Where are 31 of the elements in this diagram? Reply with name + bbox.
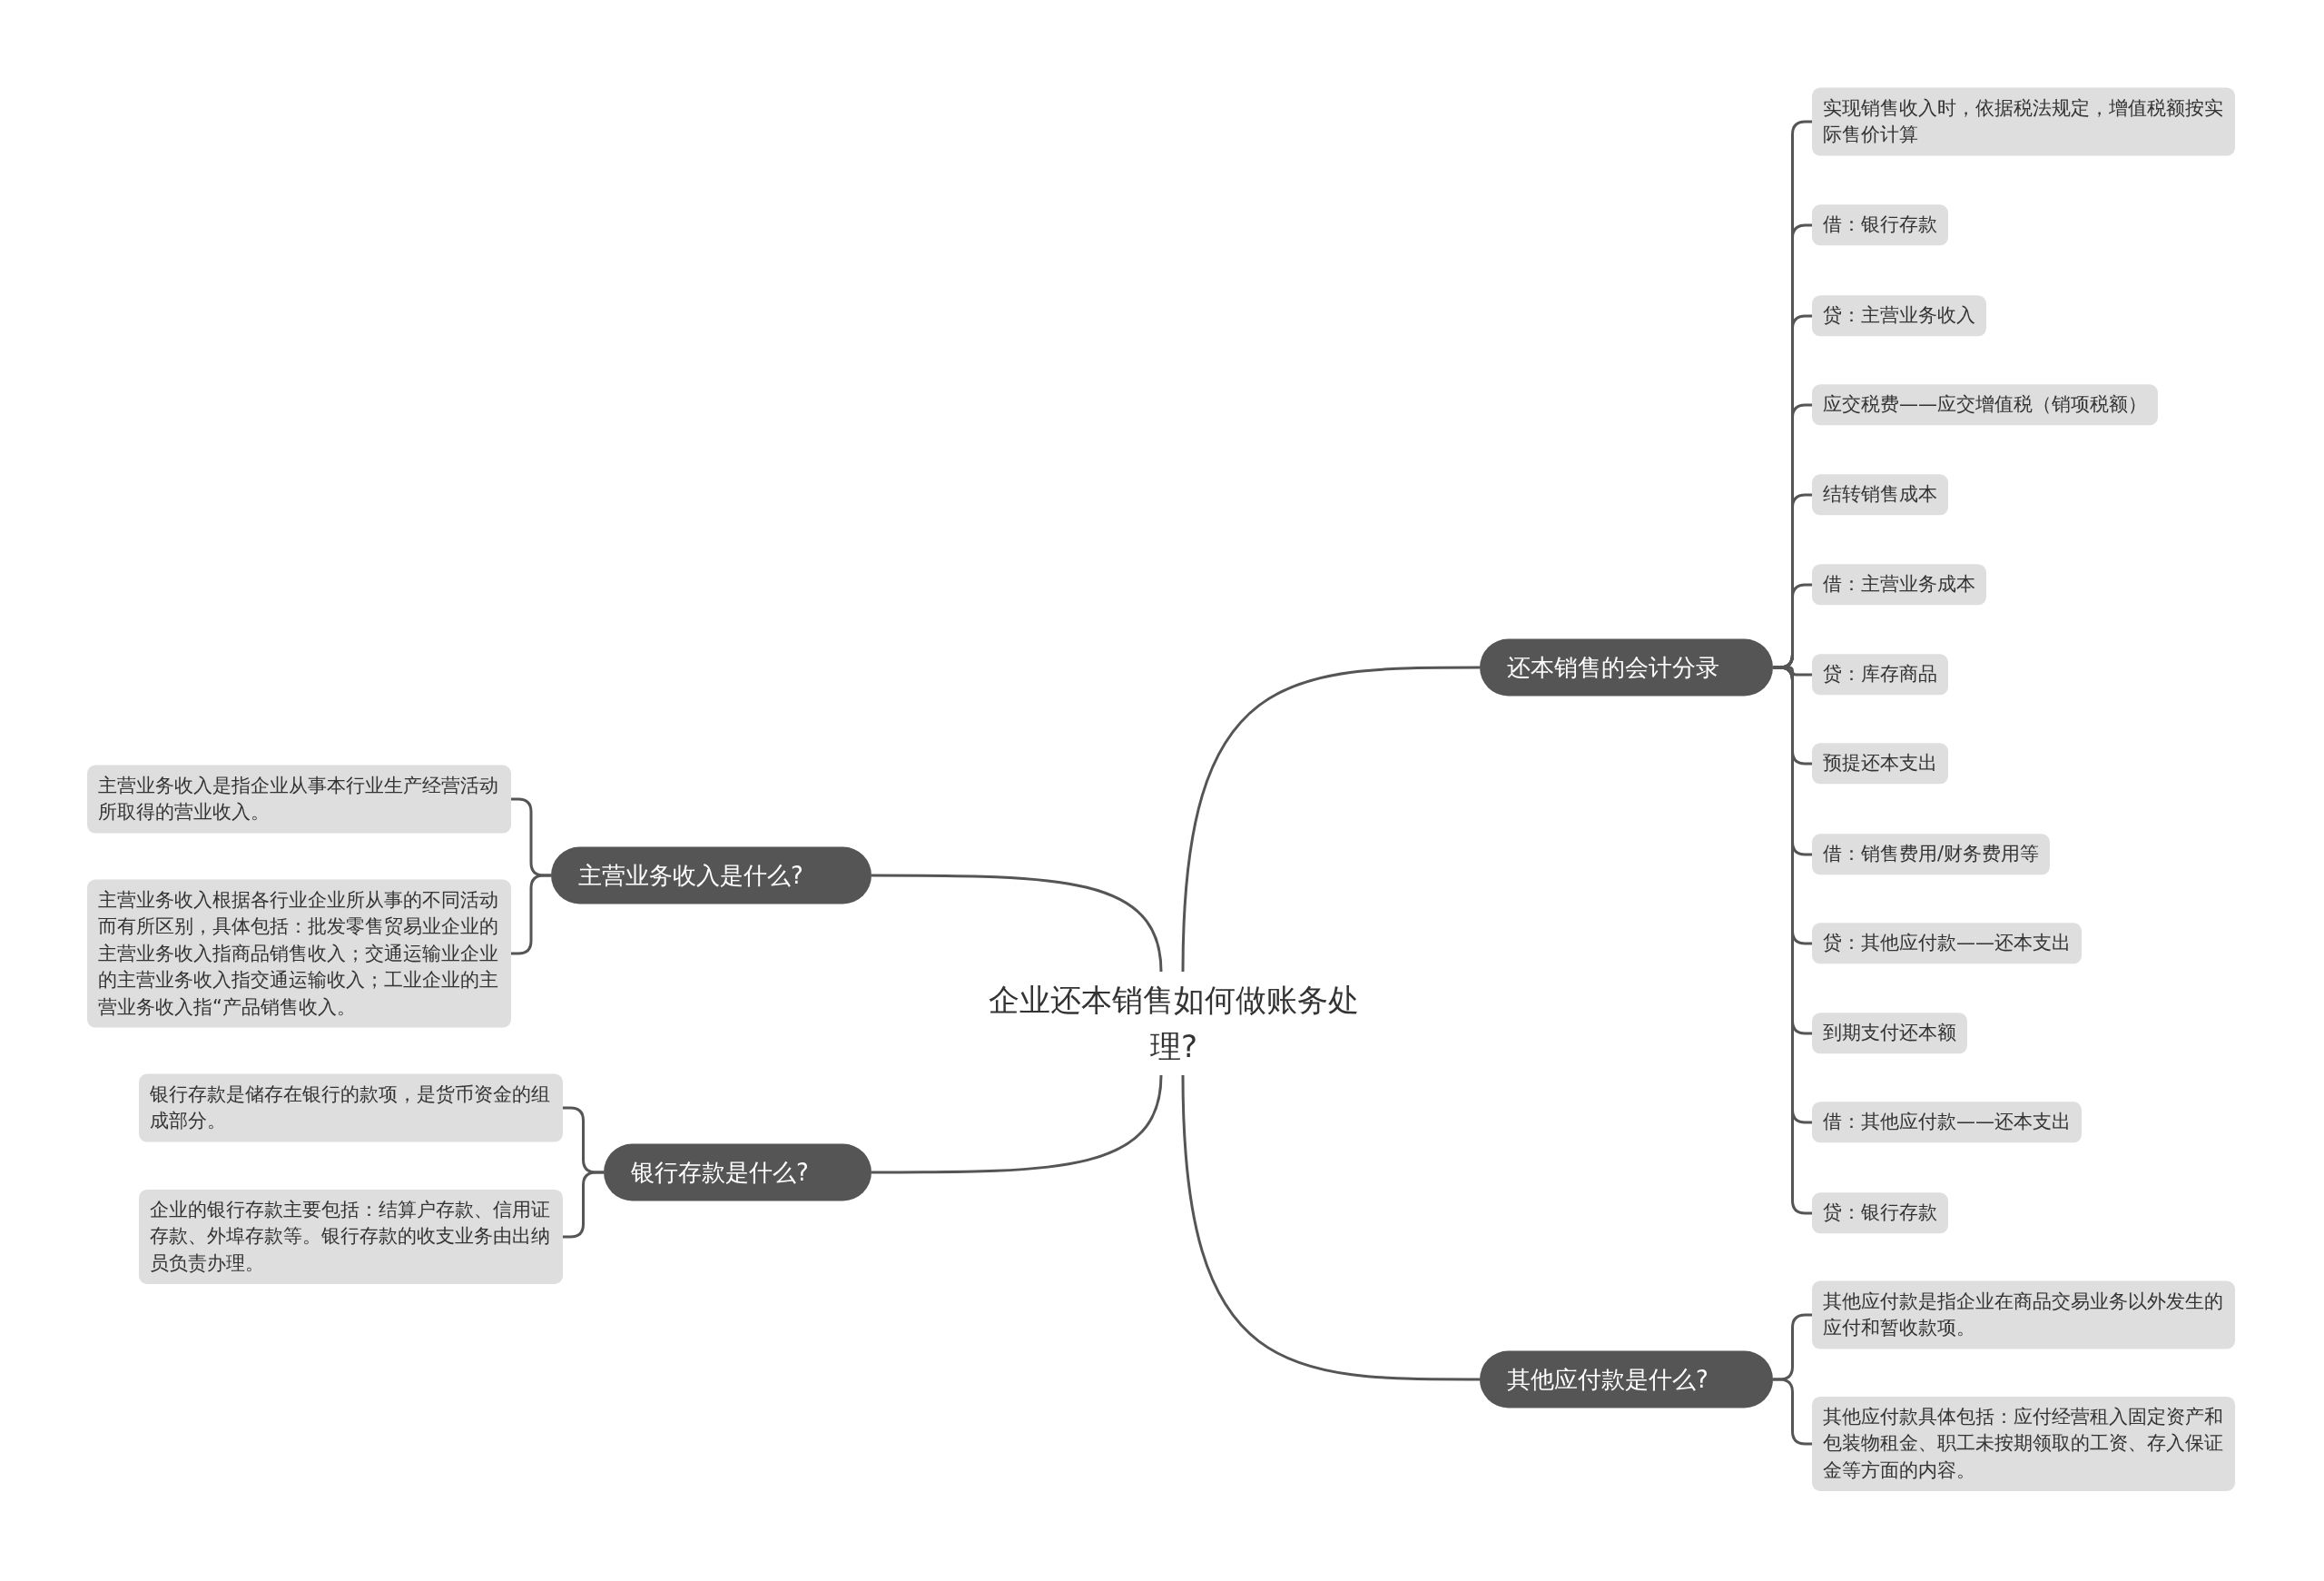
subtopic-box: 其他应付款是指企业在商品交易业务以外发生的应付和暂收款项。	[1812, 1280, 2235, 1349]
connector-line	[1181, 666, 1480, 973]
branch-topic: 其他应付款是什么?	[1480, 1350, 1773, 1408]
connector-line	[511, 874, 551, 955]
connector-line	[1773, 1378, 1812, 1446]
connector-line	[872, 874, 1163, 973]
subtopic-box: 企业的银行存款主要包括：结算户存款、信用证存款、外埠存款等。银行存款的收支业务由出纳员负责办理。	[139, 1189, 563, 1285]
subtopic-box: 贷：银行存款	[1812, 1192, 1948, 1234]
subtopic-box: 应交税费——应交增值税（销项税额）	[1812, 384, 2158, 426]
subtopic-box: 贷：主营业务收入	[1812, 295, 1986, 337]
subtopic-box: 结转销售成本	[1812, 474, 1948, 516]
connector-line	[872, 1074, 1163, 1174]
branch-topic: 主营业务收入是什么?	[551, 846, 872, 904]
subtopic-box: 借：银行存款	[1812, 204, 1948, 246]
central-topic: 企业还本销售如何做账务处理?	[970, 972, 1378, 1075]
branch-topic: 还本销售的会计分录	[1480, 638, 1773, 697]
subtopic-box: 银行存款是储存在银行的款项，是货币资金的组成部分。	[139, 1073, 563, 1142]
subtopic-box: 借：销售费用/财务费用等	[1812, 834, 2051, 875]
subtopic-box: 借：其他应付款——还本支出	[1812, 1102, 2082, 1143]
connector-line	[1181, 1074, 1480, 1381]
subtopic-box: 到期支付还本额	[1812, 1013, 1967, 1054]
subtopic-box: 主营业务收入是指企业从事本行业生产经营活动所取得的营业收入。	[87, 765, 511, 834]
branch-topic: 银行存款是什么?	[604, 1143, 872, 1201]
subtopic-box: 贷：库存商品	[1812, 654, 1948, 696]
subtopic-box: 其他应付款具体包括：应付经营租入固定资产和包装物租金、职工未按期领取的工资、存入保证金等方面的内容。	[1812, 1396, 2235, 1492]
subtopic-box: 主营业务收入根据各行业企业所从事的不同活动而有所区别，具体包括：批发零售贸易业企业的主营业务收入指商品销售收入；交通运输业企业的主营业务收入指交通运输收入；工业企业的主营业务收入指“产品销售收入。	[87, 879, 511, 1028]
subtopic-box: 实现销售收入时，依据税法规定，增值税额按实际售价计算	[1812, 87, 2235, 156]
connector-line	[563, 1171, 604, 1239]
subtopic-box: 贷：其他应付款——还本支出	[1812, 923, 2082, 964]
subtopic-box: 借：主营业务成本	[1812, 564, 1986, 606]
subtopic-box: 预提还本支出	[1812, 743, 1948, 785]
